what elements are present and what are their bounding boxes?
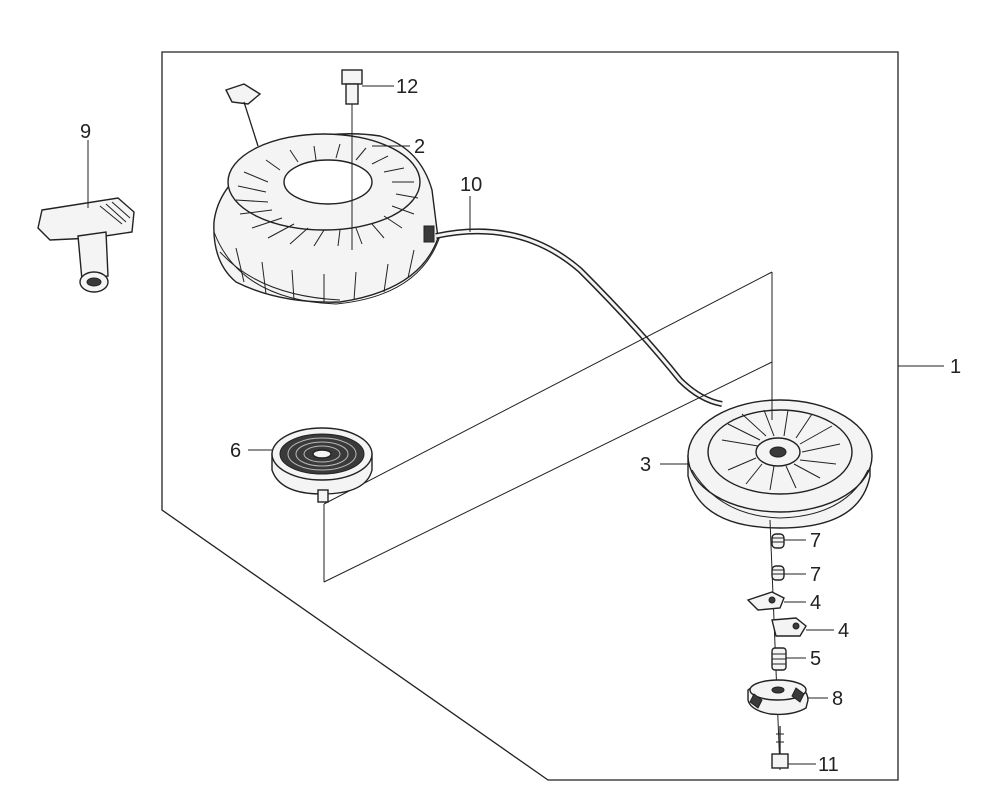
- callout-ratchet-b: 4: [838, 620, 849, 642]
- callout-ratchet-spring-a: 7: [810, 530, 821, 552]
- callout-recoil-spring: 6: [230, 440, 241, 462]
- friction-spring: [771, 647, 787, 671]
- recoil-spring: [271, 427, 373, 503]
- callout-recoil-case: 2: [414, 136, 425, 158]
- callout-reel: 3: [640, 454, 651, 476]
- callout-assembly: 1: [950, 356, 961, 378]
- callout-ratchet-spring-b: 7: [810, 564, 821, 586]
- ratchet-a: [746, 591, 785, 611]
- flange-bolt: [341, 69, 363, 250]
- callout-grip: 9: [80, 121, 91, 143]
- ratchet-spring-a: [771, 533, 785, 549]
- reel: [687, 399, 873, 529]
- callout-ratchet-a: 4: [810, 592, 821, 614]
- callout-flange-bolt: 12: [396, 76, 418, 98]
- setting-bolt: [771, 726, 789, 769]
- ratchet-guide: [747, 679, 809, 716]
- callout-friction-spring: 5: [810, 648, 821, 670]
- assembly-boundary: [161, 51, 899, 781]
- callout-ratchet-guide: 8: [832, 688, 843, 710]
- callout-rope: 10: [460, 174, 482, 196]
- ratchet-b: [771, 617, 807, 637]
- callout-setting-bolt: 11: [818, 754, 839, 776]
- alignment-lines: [323, 271, 781, 771]
- ratchet-spring-b: [771, 565, 785, 581]
- recoil-case: [213, 83, 441, 305]
- grip: [37, 197, 135, 293]
